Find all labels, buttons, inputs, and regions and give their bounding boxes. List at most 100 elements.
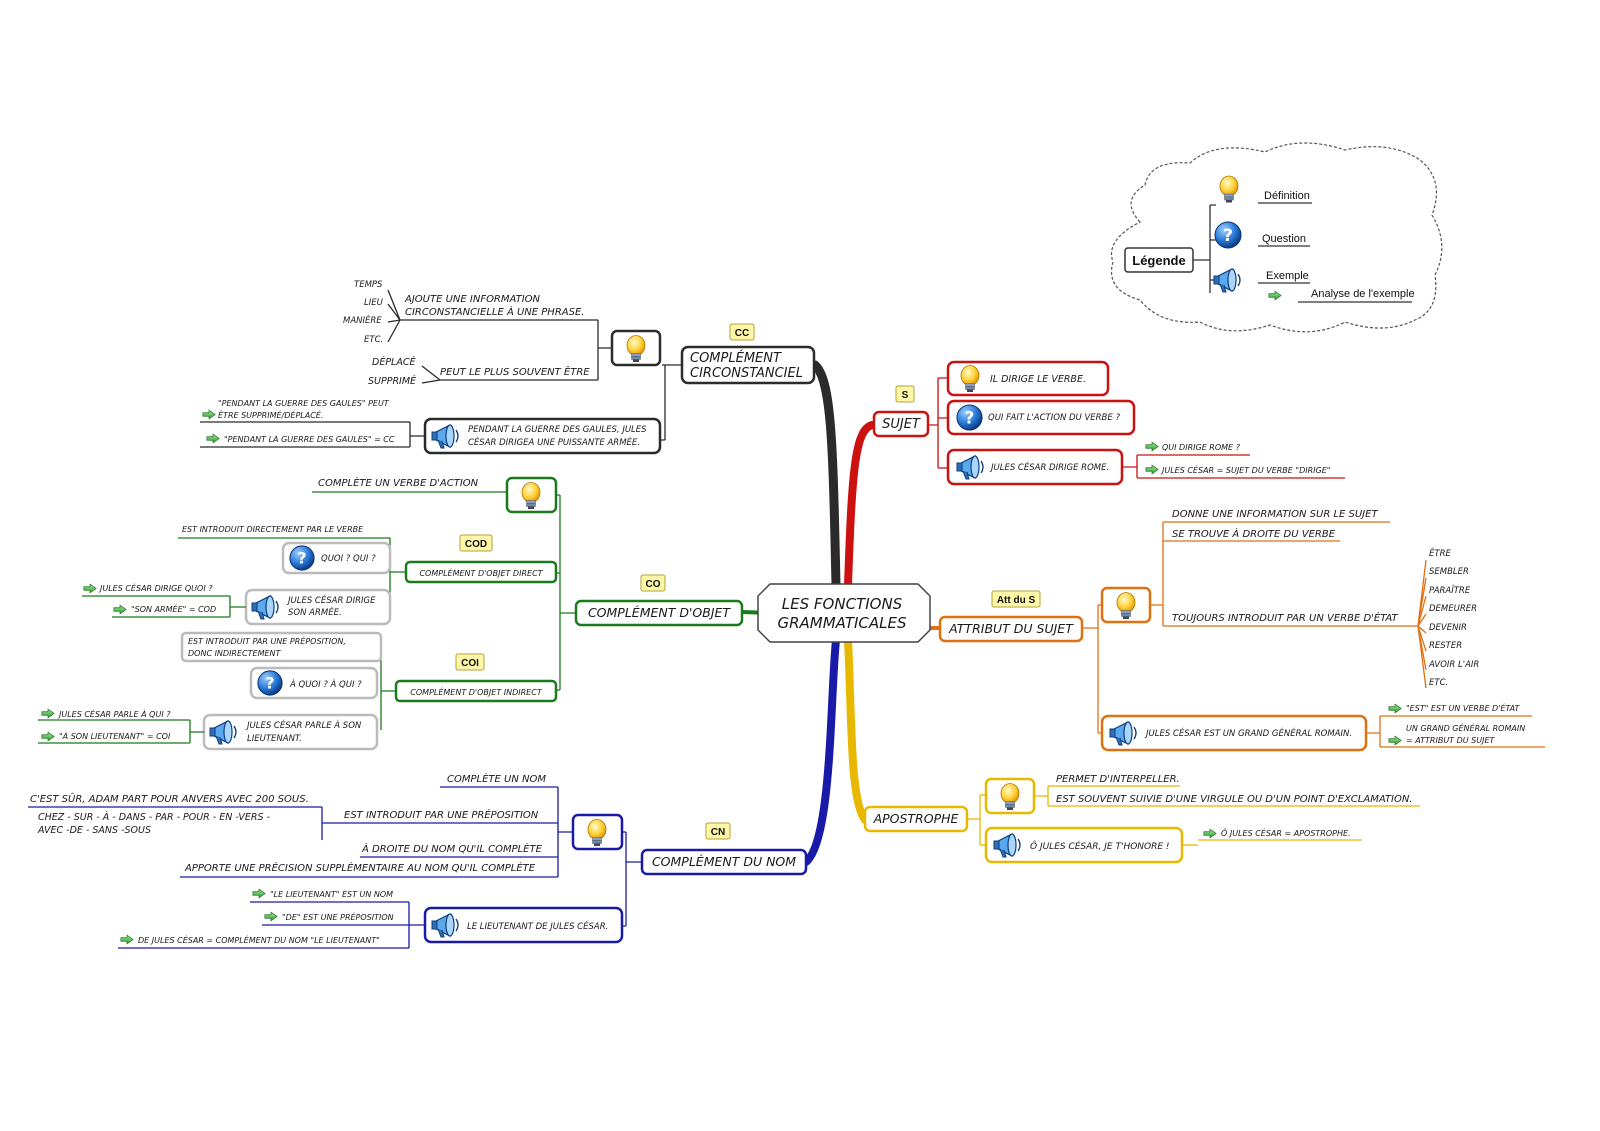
arrow-icon: [1145, 441, 1159, 452]
att-verb-etc: ETC.: [1429, 678, 1448, 688]
arrow-icon: [202, 409, 216, 420]
co-cod-example-1: JULES CÉSAR DIRIGE: [286, 594, 376, 606]
branch-apo: APOSTROPHE PERMET D'INTERPELLER. EST SOU…: [863, 774, 1420, 864]
legend-question: Question: [1262, 233, 1306, 245]
arrow-icon: [120, 934, 134, 945]
arrow-icon: [264, 911, 278, 922]
cc-analysis-1a: "PENDANT LA GUERRE DES GAULES" PEUT: [218, 399, 390, 408]
cn-definition-4: APPORTE UNE PRÉCISION SUPPLÉMENTAIRE AU …: [184, 861, 536, 874]
svg-text:Att du S: Att du S: [997, 595, 1036, 606]
arrow-icon: [1388, 703, 1402, 714]
cc-definition-line2: CIRCONSTANCIELLE À UNE PHRASE.: [405, 305, 584, 318]
att-definition-1: DONNE UNE INFORMATION SUR LE SUJET: [1172, 509, 1378, 520]
att-definition-2: SE TROUVE À DROITE DU VERBE: [1172, 527, 1336, 540]
att-analysis-2a: UN GRAND GÉNÉRAL ROMAIN: [1406, 722, 1525, 733]
tag-cn: CN: [705, 822, 731, 840]
sujet-analysis-1: QUI DIRIGE ROME ?: [1162, 443, 1241, 452]
svg-text:COI: COI: [461, 658, 479, 669]
central-title-line2: GRAMMATICALES: [777, 614, 907, 632]
sujet-analysis-2: JULES CÉSAR = SUJET DU VERBE "DIRIGE": [1160, 464, 1330, 475]
cn-analysis-3: DE JULES CÉSAR = COMPLÉMENT DU NOM "LE L…: [138, 934, 380, 945]
cc-title-line1: COMPLÉMENT: [690, 350, 782, 366]
att-definition-3: TOUJOURS INTRODUIT PAR UN VERBE D'ÉTAT: [1172, 611, 1399, 624]
legend: Légende Définition Question Exemple Anal…: [1111, 142, 1443, 333]
co-cod-analysis-2: "SON ARMÉE" = COD: [131, 603, 216, 614]
arrow-icon: [206, 433, 220, 444]
apo-definition-1: PERMET D'INTERPELLER.: [1056, 774, 1180, 785]
central-node: LES FONCTIONS GRAMMATICALES: [757, 583, 931, 643]
cn-example: LE LIEUTENANT DE JULES CÉSAR.: [467, 920, 608, 932]
tag-cod: COD: [459, 534, 493, 552]
co-cod-example-2: SON ARMÉE.: [288, 606, 342, 618]
node-sujet: [872, 410, 930, 438]
question-icon: [1214, 221, 1242, 249]
arrow-icon: [1145, 464, 1159, 475]
tag-sujet: S: [895, 385, 915, 403]
cc-type-temps: TEMPS: [354, 280, 383, 290]
tag-att: Att du S: [991, 590, 1041, 608]
cn-prep-list-1: CHEZ - SUR - À - DANS - PAR - POUR - EN …: [38, 811, 271, 823]
cc-type-lieu: LIEU: [364, 298, 384, 308]
cc-example-line1: PENDANT LA GUERRE DES GAULES, JULES: [468, 425, 647, 435]
arrow-icon: [1388, 735, 1402, 746]
branch-sujet: S SUJET IL DIRIGE LE VERBE. QUI FAIT L'A…: [872, 360, 1345, 486]
branch-cc: CC COMPLÉMENT CIRCONSTANCIEL AJOUTE UNE …: [200, 280, 816, 455]
cn-prep-list-2: AVEC -DE - SANS -SOUS: [37, 825, 151, 836]
legend-analyse: Analyse de l'exemple: [1311, 288, 1415, 300]
question-icon: [289, 545, 315, 571]
sujet-title: SUJET: [882, 417, 921, 432]
cn-definition-3: À DROITE DU NOM QU'IL COMPLÈTE: [361, 842, 543, 855]
svg-text:COD: COD: [465, 539, 487, 550]
att-verb-sembler: SEMBLER: [1429, 567, 1469, 577]
att-verb-devenir: DEVENIR: [1429, 623, 1467, 633]
att-title: ATTRIBUT DU SUJET: [948, 621, 1074, 636]
cn-analysis-2: "DE" EST UNE PRÉPOSITION: [282, 911, 394, 922]
cc-type-maniere: MANIÈRE: [343, 314, 382, 326]
co-coi-label: COMPLÉMENT D'OBJET INDIRECT: [410, 686, 543, 697]
branch-att: Att du S ATTRIBUT DU SUJET DONNE UNE INF…: [938, 509, 1545, 752]
apo-title: APOSTROPHE: [873, 811, 959, 826]
cc-analysis-2: "PENDANT LA GUERRE DES GAULES" = CC: [224, 435, 395, 444]
cn-title: COMPLÉMENT DU NOM: [652, 854, 796, 869]
cc-title-line2: CIRCONSTANCIEL: [690, 366, 803, 381]
arrow-icon: [252, 888, 266, 899]
cc-deplace: DÉPLACÉ: [372, 356, 415, 368]
cn-prep-example: C'EST SÛR, ADAM PART POUR ANVERS AVEC 20…: [30, 792, 309, 805]
tag-cc: CC: [729, 323, 755, 341]
att-verb-etre: ÊTRE: [1429, 547, 1451, 559]
sujet-question: QUI FAIT L'ACTION DU VERBE ?: [988, 413, 1120, 423]
sujet-definition: IL DIRIGE LE VERBE.: [990, 374, 1086, 385]
arrow-icon: [41, 708, 55, 719]
co-coi-analysis-1: JULES CÉSAR PARLE À QUI ?: [57, 708, 171, 719]
co-coi-definition-1: EST INTRODUIT PAR UNE PRÉPOSITION,: [188, 635, 346, 646]
legend-exemple: Exemple: [1266, 270, 1309, 282]
svg-text:CC: CC: [735, 328, 749, 339]
legend-title: Légende: [1132, 253, 1185, 268]
co-coi-definition-2: DONC INDIRECTEMENT: [188, 649, 282, 658]
att-verb-rester: RESTER: [1429, 641, 1462, 651]
co-title: COMPLÉMENT D'OBJET: [588, 605, 731, 620]
arrow-icon: [41, 731, 55, 742]
co-cod-question: QUOI ? QUI ?: [321, 554, 376, 564]
cc-supprime: SUPPRIMÉ: [368, 375, 416, 387]
cc-example-line2: CÉSAR DIRIGEA UNE PUISSANTE ARMÉE.: [468, 436, 640, 448]
tag-coi: COI: [455, 653, 485, 671]
cc-analysis-1b: ÊTRE SUPPRIMÉ/DÉPLACÉ.: [218, 409, 323, 420]
arrow-icon: [1203, 828, 1217, 839]
svg-text:S: S: [902, 390, 909, 401]
cn-analysis-1: "LE LIEUTENANT" EST UN NOM: [270, 890, 393, 899]
co-cod-analysis-1: JULES CÉSAR DIRIGE QUOI ?: [98, 582, 213, 593]
question-icon: [257, 670, 283, 696]
co-cod-definition: EST INTRODUIT DIRECTEMENT PAR LE VERBE: [182, 525, 364, 534]
central-title-line1: LES FONCTIONS: [782, 595, 903, 613]
svg-text:CO: CO: [646, 579, 661, 590]
node-att: [938, 615, 1084, 643]
cc-type-etc: ETC.: [364, 335, 383, 345]
arrow-icon: [83, 583, 97, 594]
legend-definition: Définition: [1264, 190, 1310, 202]
tag-co: CO: [640, 574, 666, 592]
att-example: JULES CÉSAR EST UN GRAND GÉNÉRAL ROMAIN.: [1144, 727, 1352, 739]
co-coi-analysis-2: "À SON LIEUTENANT" = COI: [59, 730, 171, 741]
cc-definition-line1: AJOUTE UNE INFORMATION: [404, 294, 541, 305]
